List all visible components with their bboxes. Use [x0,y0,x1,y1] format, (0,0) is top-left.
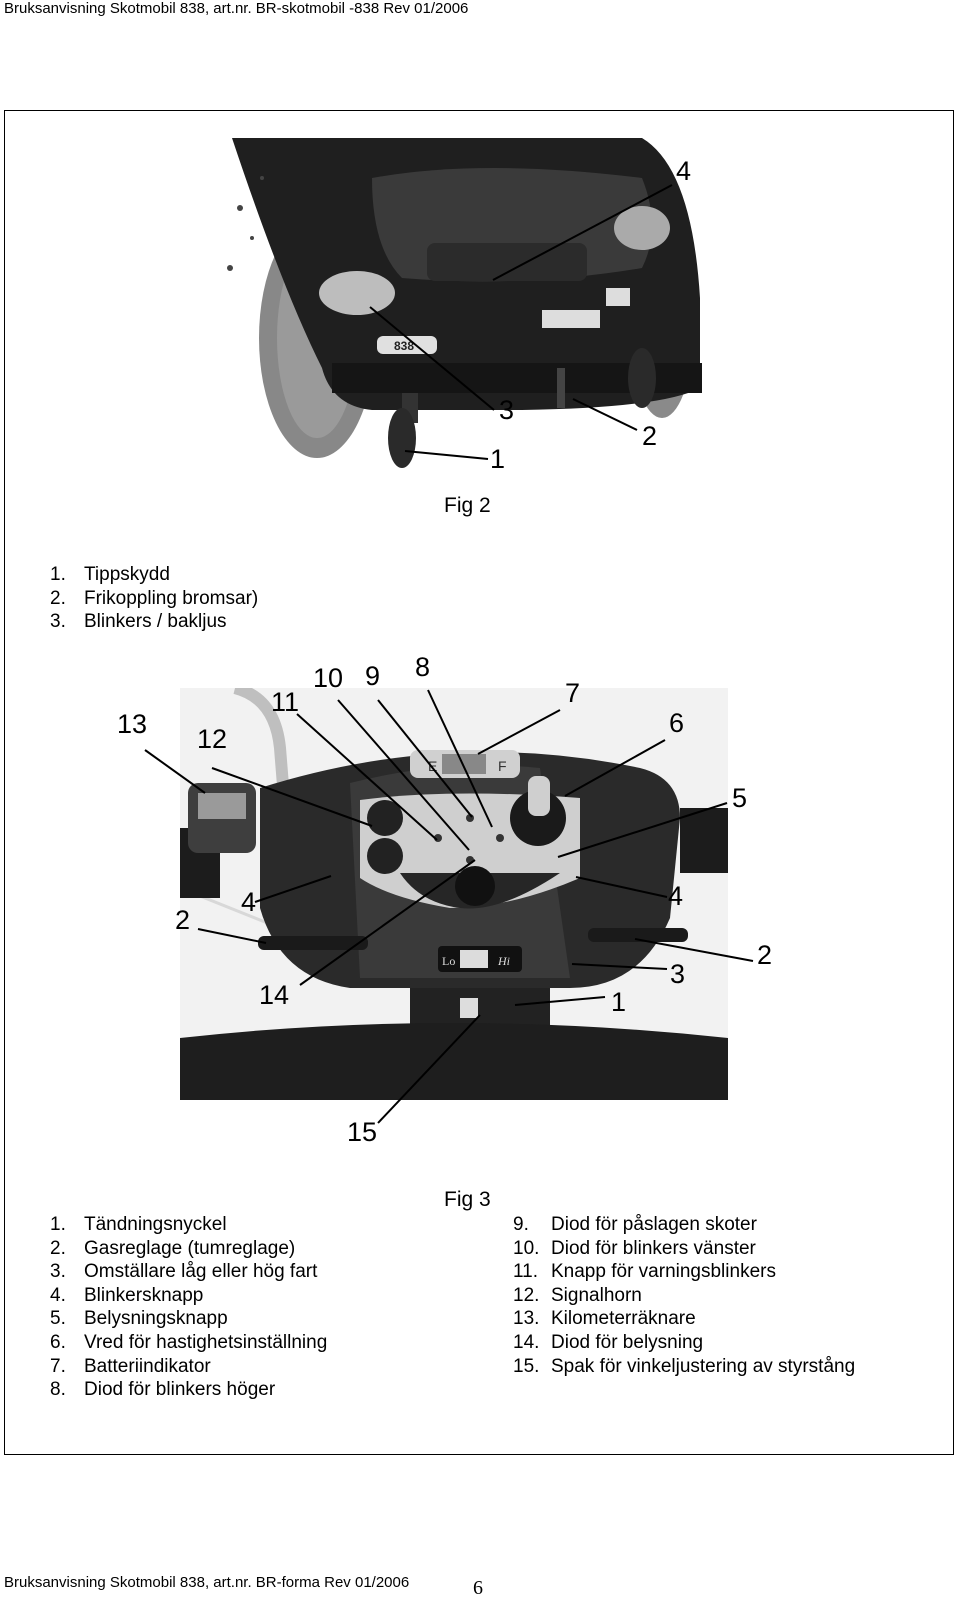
fig3-callout-6: 6 [669,708,685,738]
list-item-number: 13. [513,1308,540,1330]
list-item-number: 14. [513,1331,540,1353]
list-item-number: 4. [50,1284,66,1306]
list-item: 12. Signalhorn [513,1284,855,1308]
list-item-text: Signalhorn [551,1284,642,1306]
list-item: 14. Diod för belysning [513,1331,855,1355]
fig3-callout-14: 14 [259,980,290,1010]
list-item: 1. Tändningsnyckel [50,1213,327,1237]
list-item-text: Diod för påslagen skoter [551,1214,757,1235]
list-item-number: 1. [50,1214,66,1235]
fig3-callout-4-left: 4 [241,887,257,917]
list-item-number: 5. [50,1308,66,1330]
scooter-badge-text: 838 [394,339,414,353]
list-item: 4. Blinkersknapp [50,1284,327,1308]
fig2-callout-3: 3 [499,395,515,425]
list-item: 6. Vred för hastighetsinställning [50,1331,327,1355]
list-item: 9. Diod för påslagen skoter [513,1213,855,1237]
fig2-callout-4: 4 [676,156,692,186]
list-item-text: Batteriindikator [84,1355,211,1377]
list-item-text: Diod för blinkers höger [84,1379,276,1401]
list-item-text: Tippskydd [84,564,170,585]
list-item-number: 12. [513,1284,540,1306]
list-item-text: Vred för hastighetsinställning [84,1331,328,1353]
list-item-text: Kilometerräknare [551,1308,696,1330]
fig2-label: Fig 2 [444,494,491,517]
fig3-callout-12: 12 [197,724,228,754]
list-item-number: 2. [50,587,66,609]
list-item: 3. Omställare låg eller hög fart [50,1260,327,1284]
fig3-callout-5: 5 [732,783,748,813]
fig3-callout-8: 8 [415,652,431,682]
list-item-text: Blinkersknapp [84,1284,204,1306]
fig3-callout-2-right: 2 [757,940,773,970]
fig3-callout-3: 3 [670,959,686,989]
list-item-number: 2. [50,1237,66,1259]
battery-f-text: F [498,758,507,774]
fig3-callout-2-left: 2 [175,905,191,935]
fig2-callout-1: 1 [490,444,506,474]
fig3-callout-7: 7 [565,678,581,708]
list-item-text: Frikoppling bromsar) [84,587,259,609]
list-item-number: 8. [50,1379,66,1401]
list-item: 7. Batteriindikator [50,1355,327,1379]
list-item-text: Tändningsnyckel [84,1214,227,1235]
list-item-text: Spak för vinkeljustering av styrstång [551,1355,856,1377]
fig3-callout-11: 11 [271,687,300,717]
fig3-label: Fig 3 [444,1188,491,1211]
list-item-text: Gasreglage (tumreglage) [84,1237,296,1259]
list-item: 2. Gasreglage (tumreglage) [50,1237,327,1261]
list-item-text: Blinkers / bakljus [84,611,227,633]
battery-e-text: E [428,758,437,774]
fig3-callout-15: 15 [347,1117,378,1147]
fig3-callout-4-right: 4 [668,881,684,911]
fig3-callout-13: 13 [117,709,148,739]
page-footer: Bruksanvisning Skotmobil 838, art.nr. BR… [4,1574,410,1591]
list-item-text: Diod för blinkers vänster [551,1237,756,1259]
list-item: 11. Knapp för varningsblinkers [513,1260,855,1284]
figure-frame [4,110,954,1455]
list-item: 15. Spak för vinkeljustering av styrstång [513,1355,855,1379]
list-item: 1. Tippskydd [50,563,258,587]
fig2-callout-2: 2 [642,421,658,451]
fig3-list-left: 1. Tändningsnyckel 2. Gasreglage (tumregla… [50,1213,327,1402]
fig2-list: 1. Tippskydd 2. Frikoppling bromsar) 3. Bli… [50,563,258,634]
fig3-list-right: 9. Diod för påslagen skoter 10. Diod för b… [513,1213,855,1378]
page-number: 6 [473,1577,483,1599]
list-item-number: 15. [513,1355,540,1377]
list-item: 3. Blinkers / bakljus [50,610,258,634]
list-item: 13. Kilometerräknare [513,1307,855,1331]
list-item-number: 7. [50,1355,66,1377]
list-item: 10. Diod för blinkers vänster [513,1237,855,1261]
list-item-number: 1. [50,564,66,585]
page-header: Bruksanvisning Skotmobil 838, art.nr. BR… [4,0,469,17]
fig2-photo: 838 [222,138,702,470]
list-item-number: 9. [513,1214,529,1235]
fig3-callout-1: 1 [611,987,627,1017]
list-item-number: 3. [50,611,66,633]
list-item-text: Diod för belysning [551,1331,704,1353]
list-item: 2. Frikoppling bromsar) [50,587,258,611]
list-item-number: 10. [513,1237,540,1259]
list-item-number: 11. [513,1261,539,1283]
list-item-number: 6. [50,1331,66,1353]
lo-text: Lo [442,954,455,968]
list-item-number: 3. [50,1261,66,1283]
fig3-callout-9: 9 [365,661,381,691]
fig3-callout-10: 10 [313,663,344,693]
list-item-text: Omställare låg eller hög fart [84,1261,318,1283]
list-item-text: Belysningsknapp [84,1308,228,1330]
list-item: 8. Diod för blinkers höger [50,1378,327,1402]
hi-text: Hi [497,954,510,968]
list-item: 5. Belysningsknapp [50,1307,327,1331]
list-item-text: Knapp för varningsblinkers [551,1261,776,1283]
